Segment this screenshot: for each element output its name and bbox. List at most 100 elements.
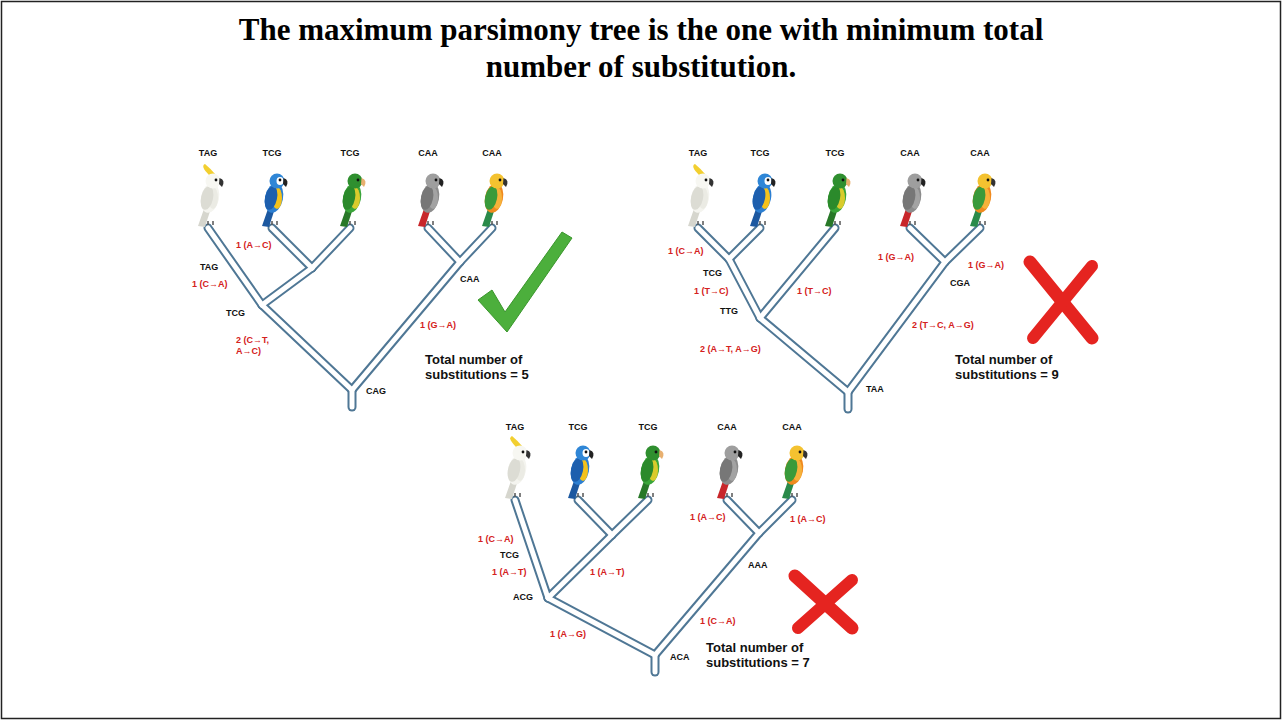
parrot-illustration xyxy=(782,446,808,500)
branch xyxy=(655,533,759,655)
parrot-illustration xyxy=(717,446,743,500)
parrot-feet xyxy=(492,221,497,225)
ancestral-sequence: TTG xyxy=(720,306,738,317)
cross-stroke xyxy=(1030,262,1092,338)
parrot-head xyxy=(696,174,711,189)
parrot-beak xyxy=(589,450,594,459)
branch-inner xyxy=(428,228,460,262)
branch-inner xyxy=(578,500,612,535)
parrot-feet xyxy=(578,493,583,497)
parrot-crest xyxy=(510,436,522,447)
parrot-eye xyxy=(655,451,658,454)
branch-inner xyxy=(262,305,352,390)
branch-inner xyxy=(460,228,492,262)
ancestral-sequence: TCG xyxy=(703,268,722,279)
parrot-beak xyxy=(503,178,508,187)
leaf-sequence: CAA xyxy=(900,148,920,159)
parrot-crest xyxy=(693,164,705,175)
parrot-eye xyxy=(499,179,502,182)
branch xyxy=(428,228,460,262)
parrot-head xyxy=(725,446,740,461)
parrot-wing xyxy=(751,185,768,211)
parrot-illustration xyxy=(418,174,444,228)
leaf-sequence: TCG xyxy=(263,148,282,159)
leaf-sequence: TAG xyxy=(689,148,707,159)
branch-inner xyxy=(548,535,612,598)
branch xyxy=(759,500,792,533)
parrot-beak xyxy=(991,178,996,187)
parrot-beak xyxy=(219,178,224,187)
branch xyxy=(651,655,660,672)
ancestral-sequence: CAG xyxy=(366,386,386,397)
branch xyxy=(460,228,492,262)
parrot-illustration xyxy=(198,164,224,227)
substitution-label: 1 (C→A) xyxy=(668,246,704,257)
parrot-head xyxy=(646,446,661,461)
parrot-face xyxy=(583,449,590,457)
parrot-head xyxy=(426,174,441,189)
parrot-feet xyxy=(980,221,985,225)
ancestral-sequence: TAG xyxy=(200,262,218,273)
parrot-beak xyxy=(283,178,288,187)
parrot-beak xyxy=(738,450,743,459)
parrot-beak xyxy=(771,178,776,187)
parrot-wing xyxy=(199,185,216,211)
branch xyxy=(548,598,655,655)
parrot-eye xyxy=(279,179,282,182)
branch-inner xyxy=(612,500,648,535)
total-label: Total number of substitutions = 7 xyxy=(706,640,838,670)
parrot-wing xyxy=(971,185,988,211)
parrot-beak xyxy=(709,178,714,187)
substitution-label: 2 (T→C, A→G) xyxy=(912,320,974,331)
branch-inner xyxy=(945,228,980,262)
parrot-beak xyxy=(526,450,531,459)
leaf-sequence: CAA xyxy=(418,148,438,159)
substitution-label: 1 (A→T) xyxy=(590,567,625,578)
parrot-wing xyxy=(341,185,358,211)
branch xyxy=(578,500,612,535)
branch xyxy=(515,500,548,598)
parrot-illustration xyxy=(688,164,714,227)
parrot-beak xyxy=(361,178,366,187)
parrot-head xyxy=(978,174,993,189)
parrot-illustration xyxy=(262,174,288,228)
parrot-face xyxy=(765,177,772,185)
parrot-eye xyxy=(987,179,990,182)
branch xyxy=(760,228,835,318)
parrot-eye xyxy=(435,179,438,182)
parrot-feet xyxy=(835,221,840,225)
parrot-head xyxy=(206,174,221,189)
leaf-sequence: CAA xyxy=(482,148,502,159)
ancestral-sequence: TCG xyxy=(500,550,519,561)
leaf-sequence: TAG xyxy=(506,422,524,433)
cross-stroke xyxy=(1033,266,1092,338)
parrot-eye xyxy=(522,451,525,454)
branch xyxy=(945,228,980,262)
parrot-illustration xyxy=(750,174,776,228)
parrot-wing xyxy=(569,457,586,483)
cross-stroke xyxy=(798,580,852,628)
parrot-illustration xyxy=(340,174,366,228)
ancestral-sequence: AAA xyxy=(748,560,768,571)
branch-inner xyxy=(727,500,759,533)
substitution-label: 1 (C→A) xyxy=(700,616,736,627)
branch xyxy=(272,228,312,268)
parrot-wing xyxy=(639,457,656,483)
ancestral-sequence: TCG xyxy=(226,308,245,319)
ancestral-sequence: TAA xyxy=(866,384,884,395)
branch-inner xyxy=(350,390,355,407)
leaf-sequence: CAA xyxy=(970,148,990,159)
cross-stroke xyxy=(795,576,852,628)
parrot-wing xyxy=(718,457,735,483)
substitution-label: 2 (C→T, A→C) xyxy=(236,335,284,357)
parrot-head xyxy=(490,174,505,189)
branch-inner xyxy=(910,228,945,262)
parrot-feet xyxy=(792,493,797,497)
parrot-head xyxy=(790,446,805,461)
leaf-sequence: CAA xyxy=(782,422,802,433)
branch xyxy=(548,535,612,598)
branch xyxy=(262,305,352,390)
